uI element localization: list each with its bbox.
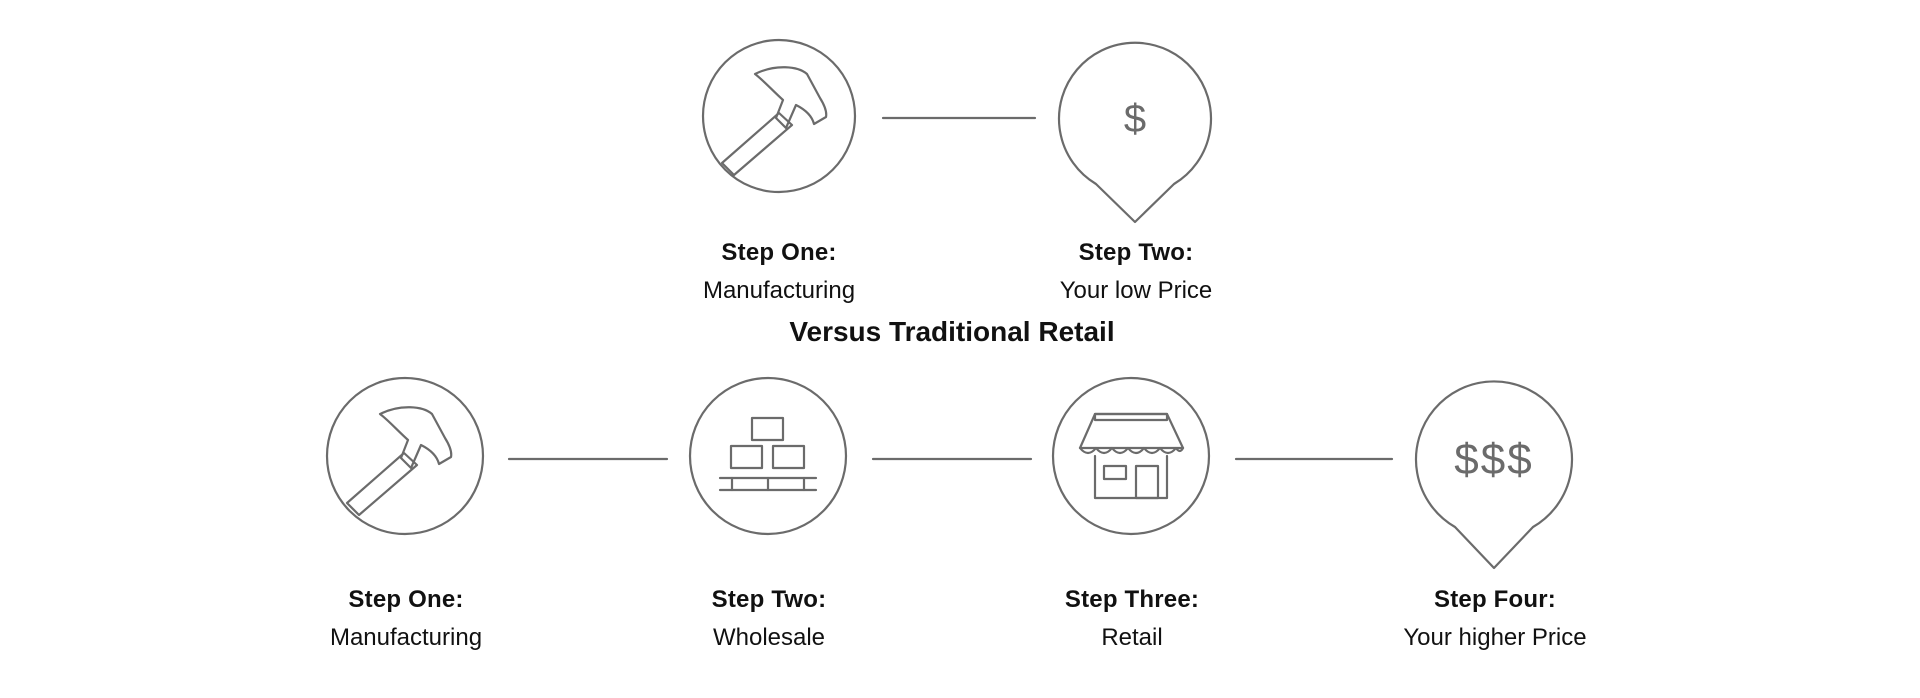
bottom-triple-dollar-symbol: $$$ bbox=[1454, 435, 1533, 484]
bottom-step-three-label: Step Three: Retail bbox=[1002, 585, 1262, 653]
bottom-step-two-boxes-pallet-icon bbox=[688, 376, 848, 536]
bottom-step-one-label: Step One: Manufacturing bbox=[276, 585, 536, 653]
bottom-step-one-title: Step One: bbox=[348, 586, 464, 613]
bottom-step-one-subtitle: Manufacturing bbox=[329, 624, 483, 651]
bottom-step-three-title: Step Three: bbox=[1064, 586, 1200, 613]
bottom-step-four-label: Step Four: Your higher Price bbox=[1365, 585, 1625, 653]
bottom-step-two-title: Step Two: bbox=[711, 586, 827, 613]
bottom-step-four-title: Step Four: bbox=[1434, 586, 1556, 613]
bottom-step-three-subtitle: Retail bbox=[1101, 624, 1163, 651]
bottom-step-four-price-pin-icon bbox=[1414, 380, 1574, 570]
top-step-two-title: Step Two: bbox=[1078, 239, 1194, 266]
top-step-two-price-pin-icon bbox=[1057, 41, 1213, 224]
top-step-one-title: Step One: bbox=[721, 239, 837, 266]
versus-heading: Versus Traditional Retail bbox=[789, 316, 1115, 347]
top-step-two-label: Step Two: Your low Price bbox=[1006, 238, 1266, 306]
bottom-step-one-hammer-icon bbox=[325, 376, 485, 536]
bottom-step-four-subtitle: Your higher Price bbox=[1403, 624, 1587, 651]
bottom-step-two-subtitle: Wholesale bbox=[712, 624, 826, 651]
top-step-two-subtitle: Your low Price bbox=[1059, 277, 1213, 304]
top-step-one-label: Step One: Manufacturing bbox=[649, 238, 909, 306]
top-step-one-hammer-icon bbox=[701, 38, 857, 194]
bottom-step-two-label: Step Two: Wholesale bbox=[639, 585, 899, 653]
top-step-one-subtitle: Manufacturing bbox=[702, 277, 856, 304]
bottom-step-three-storefront-icon bbox=[1051, 376, 1211, 536]
top-dollar-symbol: $ bbox=[1124, 97, 1146, 141]
